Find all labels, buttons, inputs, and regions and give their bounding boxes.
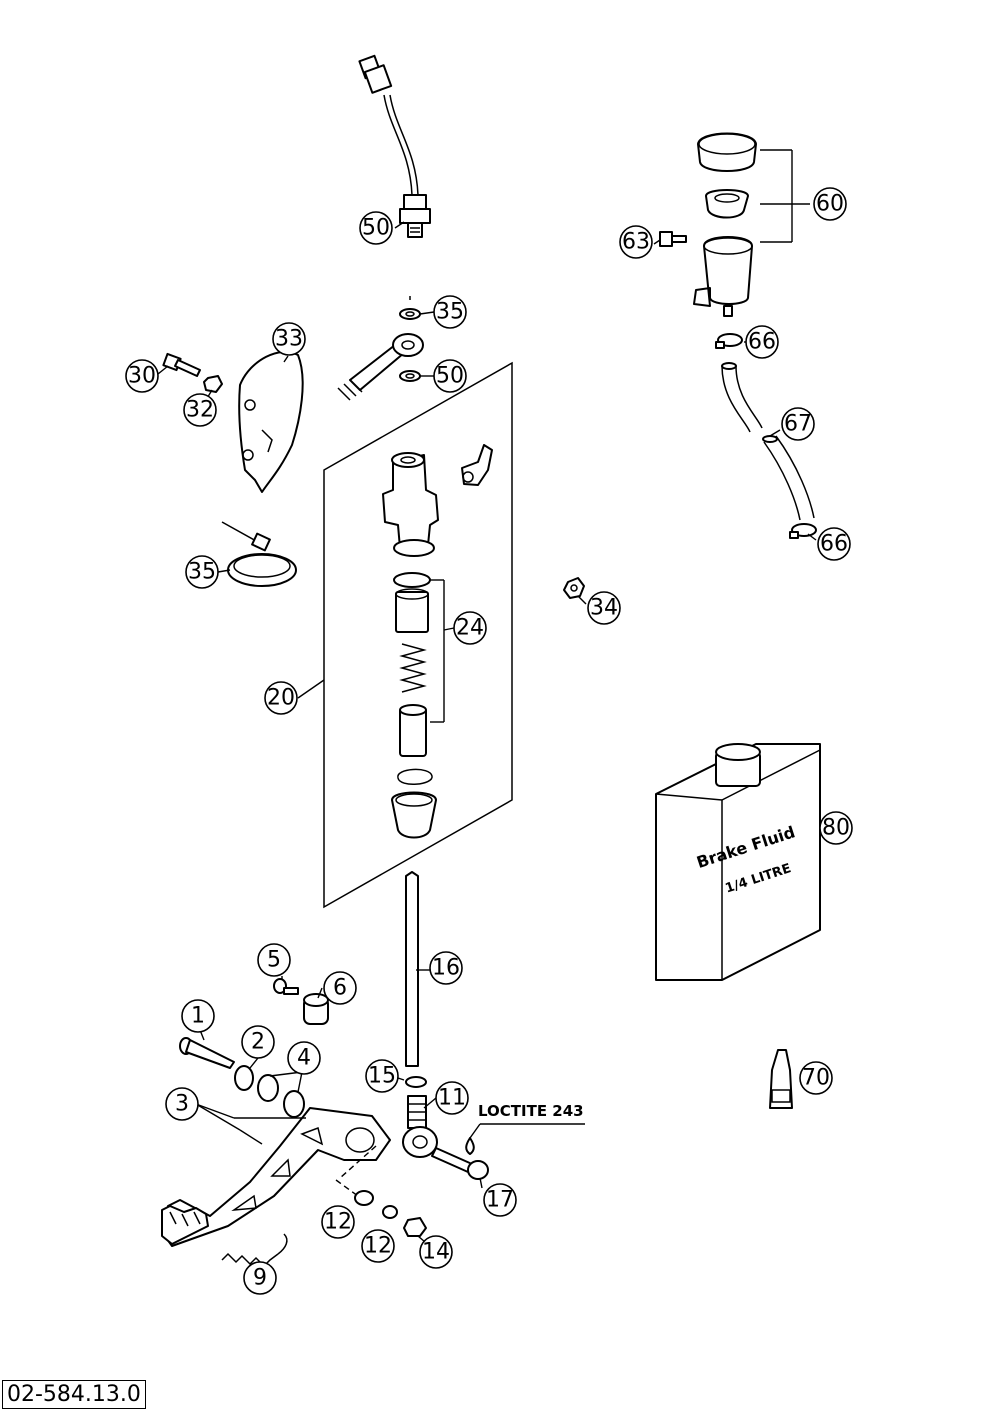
callout-2: 2 bbox=[241, 1025, 275, 1059]
bolt-30 bbox=[162, 352, 201, 377]
svg-text:63: 63 bbox=[622, 230, 650, 255]
svg-text:16: 16 bbox=[432, 956, 460, 981]
grease-tube bbox=[769, 1049, 793, 1109]
svg-text:34: 34 bbox=[590, 596, 618, 621]
loctite-drop bbox=[465, 1123, 585, 1155]
brake-pedal bbox=[161, 1107, 391, 1247]
svg-text:4: 4 bbox=[297, 1046, 311, 1071]
spacer-6 bbox=[303, 993, 329, 1025]
washer-2 bbox=[234, 1065, 254, 1091]
svg-text:20: 20 bbox=[267, 686, 295, 711]
callout-9: 9 bbox=[243, 1261, 277, 1295]
svg-text:1: 1 bbox=[191, 1004, 205, 1029]
hose-clamp-upper bbox=[715, 333, 743, 349]
callout-20: 20 bbox=[264, 681, 298, 715]
callout-15: 15 bbox=[365, 1059, 399, 1093]
svg-text:5: 5 bbox=[267, 948, 281, 973]
callout-3: 3 bbox=[165, 1087, 199, 1121]
svg-text:3: 3 bbox=[175, 1092, 189, 1117]
callout-17: 17 bbox=[483, 1183, 517, 1217]
bolt-63 bbox=[659, 231, 687, 247]
svg-text:17: 17 bbox=[486, 1188, 514, 1213]
nut-34 bbox=[563, 577, 585, 599]
callout-50b: 50 bbox=[433, 359, 467, 393]
svg-text:12: 12 bbox=[364, 1234, 392, 1259]
svg-text:30: 30 bbox=[128, 364, 156, 389]
svg-text:67: 67 bbox=[784, 412, 812, 437]
screw-5 bbox=[273, 978, 299, 995]
svg-text:35: 35 bbox=[188, 560, 216, 585]
callout-66a: 66 bbox=[745, 325, 779, 359]
nut-32 bbox=[203, 375, 223, 393]
svg-text:50: 50 bbox=[436, 364, 464, 389]
svg-text:70: 70 bbox=[802, 1066, 830, 1091]
callout-80: 80 bbox=[819, 811, 853, 845]
svg-text:66: 66 bbox=[748, 330, 776, 355]
bolt-17 bbox=[431, 1147, 489, 1180]
callout-67: 67 bbox=[781, 407, 815, 441]
callout-14: 14 bbox=[419, 1235, 453, 1269]
svg-text:6: 6 bbox=[333, 976, 347, 1001]
svg-text:80: 80 bbox=[822, 816, 850, 841]
svg-text:15: 15 bbox=[368, 1064, 396, 1089]
callout-32: 32 bbox=[183, 393, 217, 427]
svg-text:11: 11 bbox=[438, 1086, 466, 1111]
hose bbox=[721, 362, 815, 521]
callout-30: 30 bbox=[125, 359, 159, 393]
svg-text:50: 50 bbox=[362, 216, 390, 241]
brake-cylinder-cover bbox=[238, 350, 304, 493]
callout-63: 63 bbox=[619, 225, 653, 259]
callout-34: 34 bbox=[587, 591, 621, 625]
callout-5: 5 bbox=[257, 943, 291, 977]
svg-text:9: 9 bbox=[253, 1266, 267, 1291]
callout-66b: 66 bbox=[817, 527, 851, 561]
svg-text:14: 14 bbox=[422, 1240, 450, 1265]
brake-light-switch bbox=[358, 54, 431, 238]
cable-tie bbox=[221, 521, 297, 587]
callout-51: 50 bbox=[359, 211, 393, 245]
callout-35: 35 bbox=[185, 555, 219, 589]
callout-1: 1 bbox=[181, 999, 215, 1033]
spring-9 bbox=[221, 1233, 288, 1268]
callout-60: 60 bbox=[813, 187, 847, 221]
pedal-bolt-1 bbox=[179, 1037, 235, 1069]
callout-12b: 12 bbox=[361, 1229, 395, 1263]
fluid-reservoir bbox=[693, 132, 810, 317]
svg-text:24: 24 bbox=[456, 616, 484, 641]
svg-text:12: 12 bbox=[324, 1210, 352, 1235]
svg-text:32: 32 bbox=[186, 398, 214, 423]
washers-12-nut-14 bbox=[335, 1145, 427, 1237]
brake-fluid-can: Brake Fluid 1/4 LITRE bbox=[655, 743, 821, 981]
callout-11: 11 bbox=[435, 1081, 469, 1115]
svg-text:2: 2 bbox=[251, 1030, 265, 1055]
push-rod bbox=[402, 871, 438, 1158]
washers-and-banjo bbox=[337, 296, 424, 401]
svg-text:33: 33 bbox=[275, 327, 303, 352]
callout-12a: 12 bbox=[321, 1205, 355, 1239]
callout-6: 6 bbox=[323, 971, 357, 1005]
svg-text:35: 35 bbox=[436, 300, 464, 325]
loctite-note: LOCTITE 243 bbox=[478, 1102, 584, 1120]
callout-16: 16 bbox=[429, 951, 463, 985]
callout-4: 4 bbox=[287, 1041, 321, 1075]
callout-50a: 35 bbox=[433, 295, 467, 329]
bearing-4 bbox=[257, 1074, 305, 1118]
svg-text:66: 66 bbox=[820, 532, 848, 557]
callout-33: 33 bbox=[272, 322, 306, 356]
svg-text:60: 60 bbox=[816, 192, 844, 217]
master-cylinder-kit bbox=[323, 361, 513, 909]
callout-70: 70 bbox=[799, 1061, 833, 1095]
drawing-number: 02-584.13.0 bbox=[2, 1380, 146, 1409]
hose-clamp-lower bbox=[789, 523, 817, 539]
callout-24: 24 bbox=[453, 611, 487, 645]
